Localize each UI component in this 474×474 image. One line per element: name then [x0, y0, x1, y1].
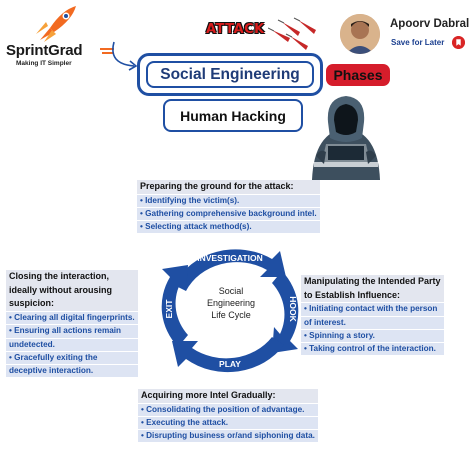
play-heading: Acquiring more Intel Gradually:	[138, 389, 318, 403]
phases-label: Phases	[333, 67, 383, 83]
missile-icon	[268, 17, 316, 50]
play-arrow	[172, 337, 284, 373]
phases-badge: Phases	[326, 64, 390, 86]
stage-hook: HOOK	[288, 296, 298, 322]
stage-investigation: INVESTIGATION	[197, 253, 263, 263]
hook-item: • Initiating contact with the person	[301, 303, 444, 316]
hook-description: Manipulating the Intended Party to Estab…	[301, 275, 444, 356]
exit-item: • Gracefully exiting the	[6, 351, 138, 365]
hook-item: of interest.	[301, 316, 444, 329]
stage-exit: EXIT	[164, 299, 174, 319]
cycle-center-line: Engineering	[206, 298, 256, 309]
speed-lines-icon	[100, 48, 114, 54]
investigation-item: • Selecting attack method(s).	[137, 221, 320, 234]
investigation-item: • Identifying the victim(s).	[137, 194, 320, 207]
bookmark-icon[interactable]	[452, 36, 465, 49]
play-description: Acquiring more Intel Gradually: • Consol…	[138, 389, 318, 443]
exit-heading: Closing the interaction,	[6, 270, 138, 284]
page-title-box: Social Engineering	[146, 61, 314, 88]
cycle-center-label: Social Engineering Life Cycle	[194, 285, 268, 321]
subtitle-box: Human Hacking	[163, 99, 303, 132]
exit-description: Closing the interaction, ideally without…	[6, 270, 138, 378]
save-for-later-link[interactable]: Save for Later	[391, 38, 445, 47]
investigation-heading: Preparing the ground for the attack:	[137, 180, 320, 194]
hook-arrow	[272, 271, 299, 353]
brand-name: SprintGrad	[6, 42, 83, 59]
hook-item: • Taking control of the interaction.	[301, 343, 444, 356]
cycle-center-line: Life Cycle	[211, 310, 251, 321]
author-card[interactable]: Apoorv Dabral Save for Later	[340, 12, 470, 54]
rocket-icon	[36, 6, 76, 42]
brand-logo[interactable]: SprintGrad Making IT Simpler	[4, 4, 114, 68]
page-title: Social Engineering	[160, 65, 300, 83]
life-cycle-diagram: INVESTIGATION HOOK PLAY EXIT	[161, 249, 299, 373]
exit-item: • Ensuring all actions remain	[6, 325, 138, 338]
hook-heading: Manipulating the Intended Party	[301, 275, 444, 289]
play-item: • Executing the attack.	[138, 416, 318, 430]
exit-item: • Clearing all digital fingerprints.	[6, 312, 138, 325]
exit-heading: suspicion:	[6, 297, 138, 312]
attack-label: ATTACK	[206, 22, 265, 37]
hacker-illustration	[312, 96, 380, 180]
cycle-center-line: Social	[218, 286, 244, 296]
investigation-arrow	[174, 249, 286, 291]
brand-tagline: Making IT Simpler	[16, 60, 72, 67]
investigation-description: Preparing the ground for the attack: • I…	[137, 180, 320, 234]
hook-item: • Spinning a story.	[301, 329, 444, 343]
author-name: Apoorv Dabral	[390, 18, 470, 30]
exit-heading: ideally without arousing	[6, 283, 138, 298]
exit-arrow	[161, 265, 188, 347]
exit-item: deceptive interaction.	[6, 365, 138, 378]
hook-heading: to Establish Influence:	[301, 288, 444, 303]
curved-arrow-icon	[112, 41, 138, 71]
stage-play: PLAY	[219, 359, 241, 369]
exit-item: undetected.	[6, 338, 138, 351]
subtitle: Human Hacking	[180, 107, 286, 124]
avatar	[340, 14, 380, 54]
play-item: • Consolidating the position of advantag…	[138, 403, 318, 416]
investigation-item: • Gathering comprehensive background int…	[137, 207, 320, 221]
play-item: • Disrupting business or/and siphoning d…	[138, 430, 318, 443]
